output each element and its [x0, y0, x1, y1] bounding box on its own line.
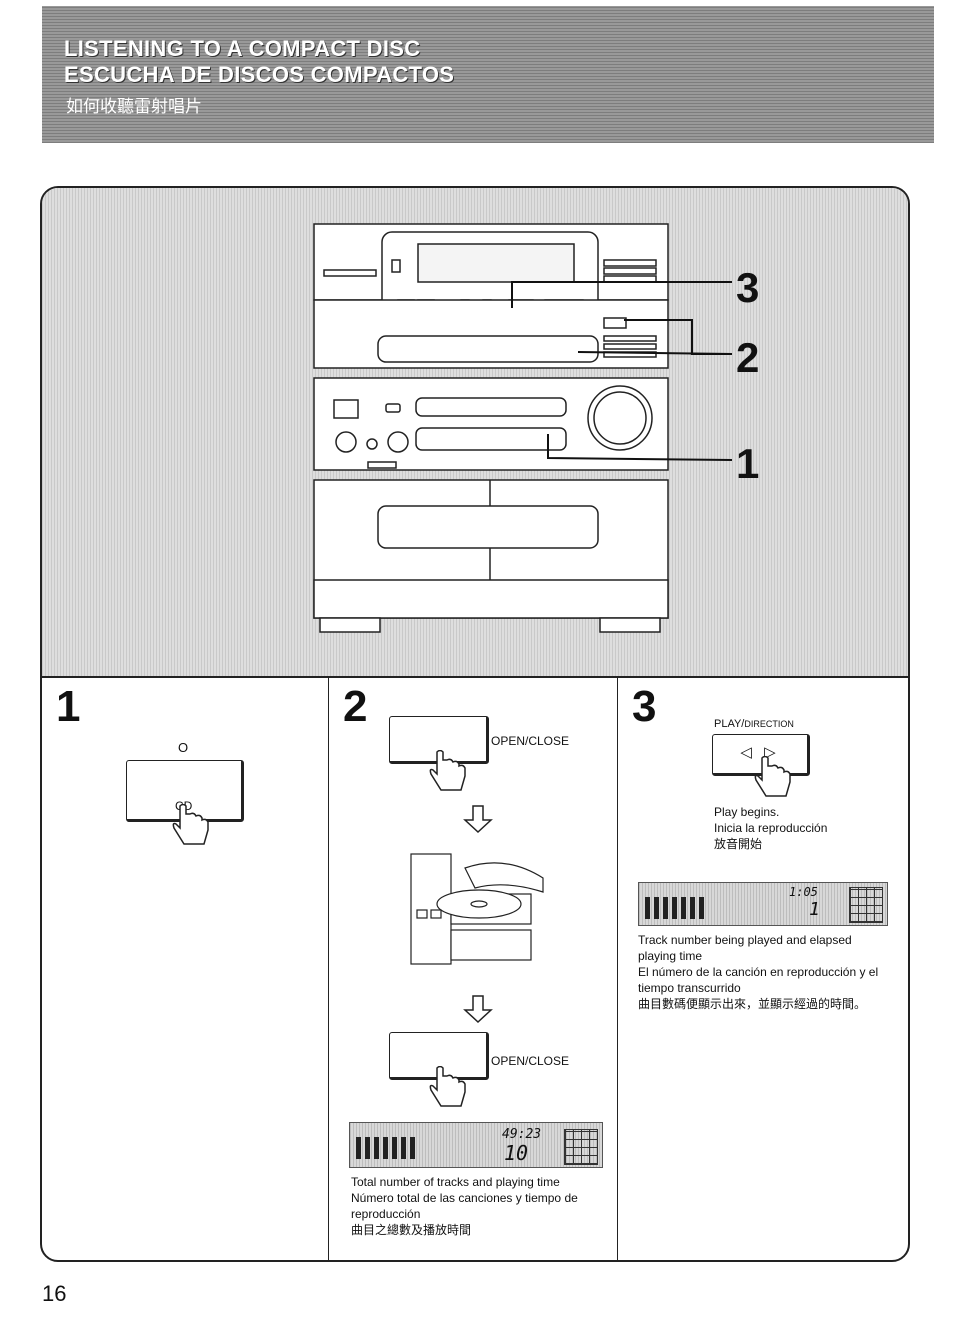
- level-meter-icon: [356, 1137, 416, 1159]
- caption-total-en: Total number of tracks and playing time: [351, 1175, 560, 1189]
- page-number: 16: [42, 1281, 67, 1306]
- play-begins-text: Play begins. Inicia la reproducción 放音開始: [714, 804, 827, 852]
- play-begins-es: Inicia la reproducción: [714, 821, 828, 835]
- play-begins-zh: 放音開始: [714, 837, 763, 851]
- pointing-hand-icon: [429, 750, 466, 791]
- step-2-panel: 2 OPEN/CLOSE: [329, 678, 618, 1260]
- open-close-label-top: OPEN/CLOSE: [491, 734, 570, 748]
- callout-1: 1: [736, 440, 760, 487]
- pointing-hand-icon: [429, 1066, 466, 1107]
- step-1-panel: 1 O CD: [42, 678, 329, 1260]
- display-elapsed-time: 1:05: [789, 885, 818, 899]
- play-label: PLAY/: [714, 718, 745, 730]
- direction-label: DIRECTION: [744, 719, 794, 729]
- step-1-number: 1: [56, 682, 81, 731]
- track-grid-icon: [849, 887, 883, 923]
- caption-elapsed-en: Track number being played and elapsed pl…: [638, 933, 852, 963]
- title-banner: LISTENING TO A COMPACT DISC ESCUCHA DE D…: [42, 6, 934, 143]
- pointing-hand-icon: [172, 804, 209, 845]
- title-english: LISTENING TO A COMPACT DISC: [64, 36, 421, 61]
- step-3-panel: 3 PLAY/DIRECTION ◁ ▷ Play begins. Inicia…: [618, 678, 908, 1260]
- track-grid-icon: [564, 1129, 598, 1165]
- stereo-system-drawing: [313, 223, 733, 633]
- display-total-time: 49:23: [502, 1127, 542, 1142]
- level-meter-icon: [645, 897, 705, 919]
- title-spanish: ESCUCHA DE DISCOS COMPACTOS: [64, 62, 455, 87]
- step-2-number: 2: [343, 682, 368, 731]
- title-chinese: 如何收聽雷射唱片: [66, 97, 202, 117]
- cd-display-total: 49:23 10: [349, 1122, 603, 1168]
- step-2-caption: Total number of tracks and playing time …: [351, 1174, 605, 1238]
- callout-2: 2: [736, 334, 760, 381]
- instruction-frame: 3 2 1 1 O CD 2 OPEN/CLOSE: [40, 186, 910, 1262]
- open-close-label-bottom: OPEN/CLOSE: [491, 1054, 570, 1068]
- cd-indicator: O: [178, 740, 189, 755]
- pointing-hand-icon: [754, 756, 791, 797]
- caption-elapsed-zh: 曲目數碼便顯示出來，並顯示經過的時間。: [638, 997, 867, 1011]
- stereo-illustration: 3 2 1: [42, 188, 908, 676]
- step-3-number: 3: [632, 682, 657, 731]
- play-begins-en: Play begins.: [714, 805, 780, 819]
- arrow-down-icon: [463, 805, 493, 834]
- arrow-down-icon: [463, 995, 493, 1024]
- disc-loading-drawing: [410, 853, 544, 965]
- caption-elapsed-es: El número de la canción en reproducción …: [638, 965, 879, 995]
- steps-panels: 1 O CD 2 OPEN/CLOSE: [42, 676, 908, 1260]
- display-total-tracks: 10: [504, 1141, 529, 1165]
- display-current-track: 1: [809, 899, 820, 920]
- callout-3: 3: [736, 264, 760, 311]
- cd-display-playing: 1:05 1: [638, 882, 888, 926]
- caption-total-zh: 曲目之總數及播放時間: [351, 1223, 472, 1237]
- play-direction-button[interactable]: ◁ ▷: [712, 734, 810, 776]
- step-3-caption: Track number being played and elapsed pl…: [638, 932, 892, 1012]
- caption-total-es: Número total de las canciones y tiempo d…: [351, 1191, 578, 1221]
- play-direction-label: PLAY/DIRECTION: [714, 718, 794, 730]
